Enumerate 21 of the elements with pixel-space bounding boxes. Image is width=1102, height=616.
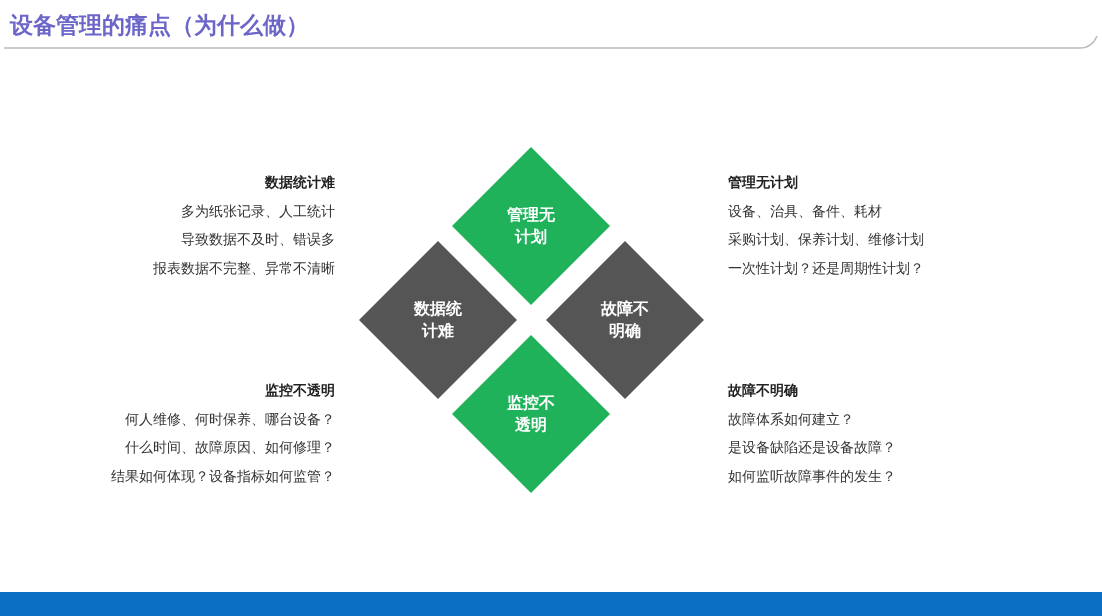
description-text: 什么时间、故障原因、如何修理？ (125, 438, 335, 457)
diamond-label: 故障不明确 (600, 298, 650, 342)
description-text: 结果如何体现？设备指标如何监管？ (111, 466, 335, 486)
description-text: 采购计划、保养计划、维修计划 (728, 230, 924, 249)
diamond-label: 监控不透明 (506, 392, 556, 436)
description-text: 是设备缺陷还是设备故障？ (728, 438, 896, 457)
section-heading: 数据统计难 (265, 173, 335, 192)
description-text: 导致数据不及时、错误多 (181, 230, 335, 249)
section-heading: 故障不明确 (728, 381, 798, 400)
description-text: 报表数据不完整、异常不清晰 (153, 258, 335, 278)
description-text: 如何监听故障事件的发生？ (728, 466, 896, 486)
description-text: 故障体系如何建立？ (728, 409, 854, 429)
description-text: 何人维修、何时保养、哪台设备？ (125, 409, 335, 429)
description-text: 一次性计划？还是周期性计划？ (728, 258, 924, 278)
description-text: 多为纸张记录、人工统计 (181, 201, 335, 221)
description-text: 设备、治具、备件、耗材 (728, 201, 882, 221)
section-heading: 监控不透明 (265, 381, 335, 400)
diamond-label: 管理无计划 (506, 204, 556, 248)
section-heading: 管理无计划 (728, 173, 798, 192)
diamond-label: 数据统计难 (413, 298, 463, 342)
page-title: 设备管理的痛点（为什么做） (10, 11, 309, 40)
